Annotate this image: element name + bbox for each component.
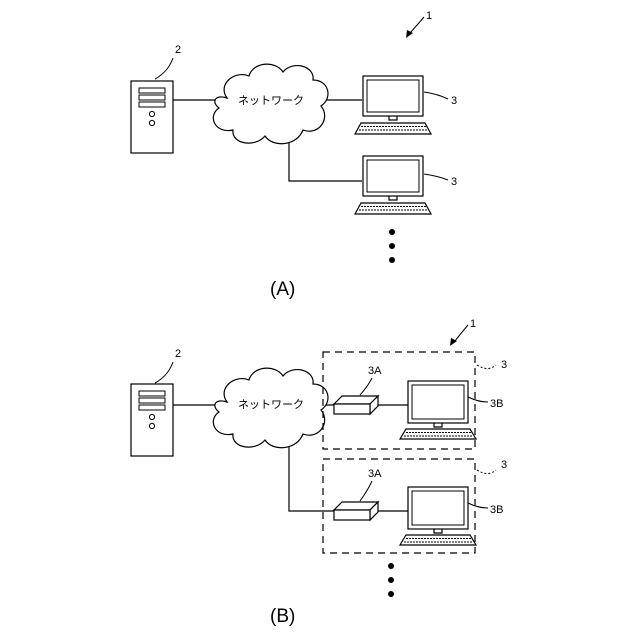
figure-b: 1 2 ネットワーク 3 3A 3B: [131, 318, 507, 627]
adapter-ref-label-2: 3A: [368, 468, 382, 480]
server-ref-label-b: 2: [175, 348, 181, 360]
server-ref-leader-a: [155, 58, 173, 79]
monitor-b-1: [400, 381, 476, 439]
network-label-a: ネットワーク: [238, 94, 304, 107]
adapter-ref-leader-1: [360, 378, 372, 395]
unit-ref-leader-1: [477, 365, 496, 369]
terminal-a-1: [355, 76, 431, 134]
monitor-ref-label-1: 3B: [490, 398, 503, 410]
network-label-b: ネットワーク: [238, 398, 304, 411]
monitor-ref-leader-1: [468, 397, 488, 402]
adapter-b-2: [334, 502, 378, 520]
unit-ref-leader-2: [477, 470, 496, 474]
terminal-a-2: [355, 156, 431, 214]
terminal-ref-leader-a-2: [424, 174, 448, 180]
server-b: [131, 384, 173, 456]
caption-a: (A): [270, 279, 295, 300]
continuation-dots-a: [389, 229, 395, 263]
continuation-dots-b: [388, 563, 394, 597]
monitor-ref-leader-2: [468, 503, 488, 508]
monitor-ref-label-2: 3B: [490, 504, 503, 516]
monitor-b-2: [400, 487, 476, 545]
terminal-ref-leader-a-1: [424, 92, 448, 99]
system-ref-label-a: 1: [426, 10, 432, 22]
adapter-ref-leader-2: [360, 481, 372, 501]
adapter-b-1: [334, 396, 378, 414]
server-a: [131, 81, 173, 153]
adapter-ref-label-1: 3A: [368, 365, 382, 377]
system-ref-label-b: 1: [470, 318, 476, 330]
network-adapter2-link-b: [289, 433, 334, 511]
caption-b: (B): [270, 606, 295, 627]
terminal-ref-label-a-2: 3: [451, 176, 457, 188]
unit-ref-label-2: 3: [501, 459, 507, 471]
system-ref-arrow-a: [410, 17, 424, 33]
unit-ref-label-1: 3: [501, 359, 507, 371]
system-ref-arrow-b: [455, 325, 468, 341]
server-ref-label-a: 2: [175, 44, 181, 56]
server-ref-leader-b: [155, 362, 173, 383]
figure-a: 1 2 ネットワーク 3 3: [131, 10, 457, 300]
terminal-ref-label-a-1: 3: [451, 95, 457, 107]
